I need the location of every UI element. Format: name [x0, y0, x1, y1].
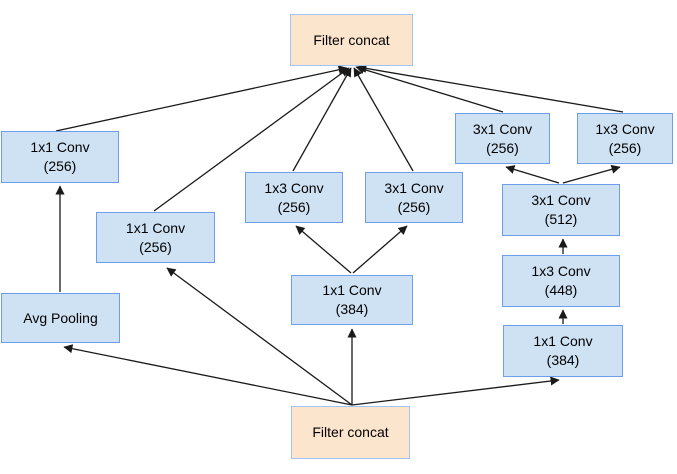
node-conv-1x1-384-right-label: 1x1 Conv (384): [533, 333, 593, 368]
node-conv-1x1-256-mid: 1x1 Conv (256): [96, 212, 215, 263]
node-filter-concat-bottom: Filter concat: [291, 406, 410, 459]
node-conv-3x1-256-right-label: 3x1 Conv (256): [472, 120, 533, 156]
edge-conv1x1-384-mid-to-conv1x3-256-mid: [295, 225, 352, 274]
node-conv-3x1-256-mid: 3x1 Conv (256): [365, 172, 463, 223]
node-conv-1x3-256-right-label: 1x3 Conv (256): [595, 120, 655, 156]
node-conv-1x1-384-right: 1x1 Conv (384): [503, 325, 623, 377]
node-avg-pooling: Avg Pooling: [1, 293, 120, 343]
node-conv-1x1-256-mid-label: 1x1 Conv (256): [125, 219, 186, 255]
edge-conv3x1-512-to-conv1x3-256-right: [562, 164, 621, 184]
node-avg-pooling-label: Avg Pooling: [23, 309, 98, 326]
edge-conv1x3-256-right-to-fc-top: [357, 63, 624, 113]
node-conv-3x1-512-label: 3x1 Conv (512): [531, 192, 591, 227]
edge-fc-bottom-to-conv1x1-256-mid: [166, 267, 353, 406]
edge-conv1x3-256-mid-to-fc-top: [292, 67, 352, 172]
node-conv-3x1-256-mid-label: 3x1 Conv (256): [384, 179, 444, 215]
node-conv-1x3-256-mid-label: 1x3 Conv (256): [264, 179, 324, 215]
node-filter-concat-top: Filter concat: [290, 14, 413, 66]
edge-conv1x1-384-mid-to-conv3x1-256-mid: [352, 225, 408, 274]
node-conv-1x3-448-label: 1x3 Conv (448): [531, 263, 591, 298]
edge-conv3x1-512-to-conv3x1-256-right: [505, 165, 560, 184]
edge-conv1x1-256-mid-to-fc-top: [153, 67, 350, 212]
edge-conv3x1-256-mid-to-fc-top: [353, 67, 414, 172]
node-conv-1x1-384-mid: 1x1 Conv (384): [291, 275, 413, 325]
edge-fc-bottom-to-conv1x1-384-right: [351, 376, 560, 406]
node-conv-1x1-384-mid-label: 1x1 Conv (384): [322, 282, 382, 317]
node-conv-1x1-256-left-label: 1x1 Conv (256): [30, 139, 90, 174]
node-conv-3x1-256-right: 3x1 Conv (256): [455, 113, 550, 164]
node-conv-3x1-512: 3x1 Conv (512): [502, 184, 620, 236]
node-conv-1x3-256-right: 1x3 Conv (256): [577, 113, 673, 164]
node-filter-concat-top-label: Filter concat: [313, 31, 390, 48]
node-conv-1x1-256-left: 1x1 Conv (256): [1, 131, 119, 183]
edge-conv1x1-256-left-to-fc-top: [55, 65, 348, 132]
node-filter-concat-bottom-label: Filter concat: [312, 424, 389, 440]
edge-conv3x1-256-right-to-fc-top: [355, 65, 504, 113]
node-conv-1x3-448: 1x3 Conv (448): [502, 255, 620, 307]
edge-fc-bottom-to-avgpooling: [63, 344, 353, 406]
node-conv-1x3-256-mid: 1x3 Conv (256): [245, 172, 343, 223]
